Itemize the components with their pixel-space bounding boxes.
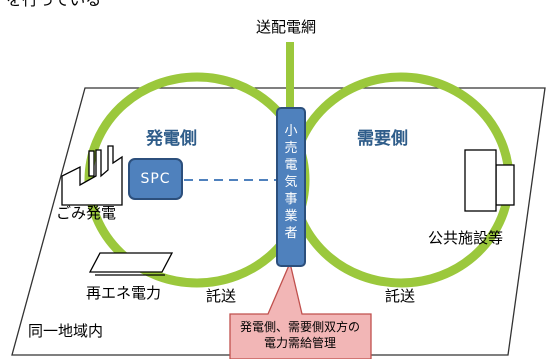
top-partial-text: を行っている (6, 0, 101, 8)
retailer-box: 小 売 電 気 事 業 者 (276, 107, 306, 267)
garbage-plant-icon (61, 145, 123, 206)
area-boundary (11, 87, 546, 356)
consignment-right: 託送 (385, 287, 416, 305)
retailer-char: 業 (284, 209, 298, 224)
spc-box: SPC (128, 158, 183, 200)
retailer-char: 気 (284, 175, 298, 190)
demand-side-title: 需要側 (357, 129, 408, 149)
retailer-char: 小 (284, 124, 298, 139)
solar-panel-icon (88, 252, 174, 276)
spc-label: SPC (140, 171, 171, 187)
callout-line2: 電力需給管理 (263, 336, 336, 350)
retailer-char: 電 (284, 158, 298, 173)
renewable-label: 再エネ電力 (86, 284, 162, 302)
building-icon (464, 149, 515, 212)
supply-side-title: 発電側 (146, 129, 197, 149)
garbage-power-label: ごみ発電 (56, 204, 117, 222)
callout-shape (229, 260, 372, 359)
grid-label: 送配電網 (256, 18, 317, 36)
consignment-left: 託送 (206, 287, 237, 305)
public-facility-label: 公共施設等 (428, 229, 504, 247)
area-label: 同一地域内 (28, 322, 104, 340)
grid-line (286, 42, 294, 112)
callout-line1: 発電側、需要側双方の (239, 320, 360, 334)
retailer-char: 事 (284, 192, 298, 207)
callout-text: 発電側、需要側双方の 電力需給管理 (230, 319, 370, 351)
retailer-char: 者 (284, 226, 298, 241)
retailer-char: 売 (284, 141, 298, 156)
